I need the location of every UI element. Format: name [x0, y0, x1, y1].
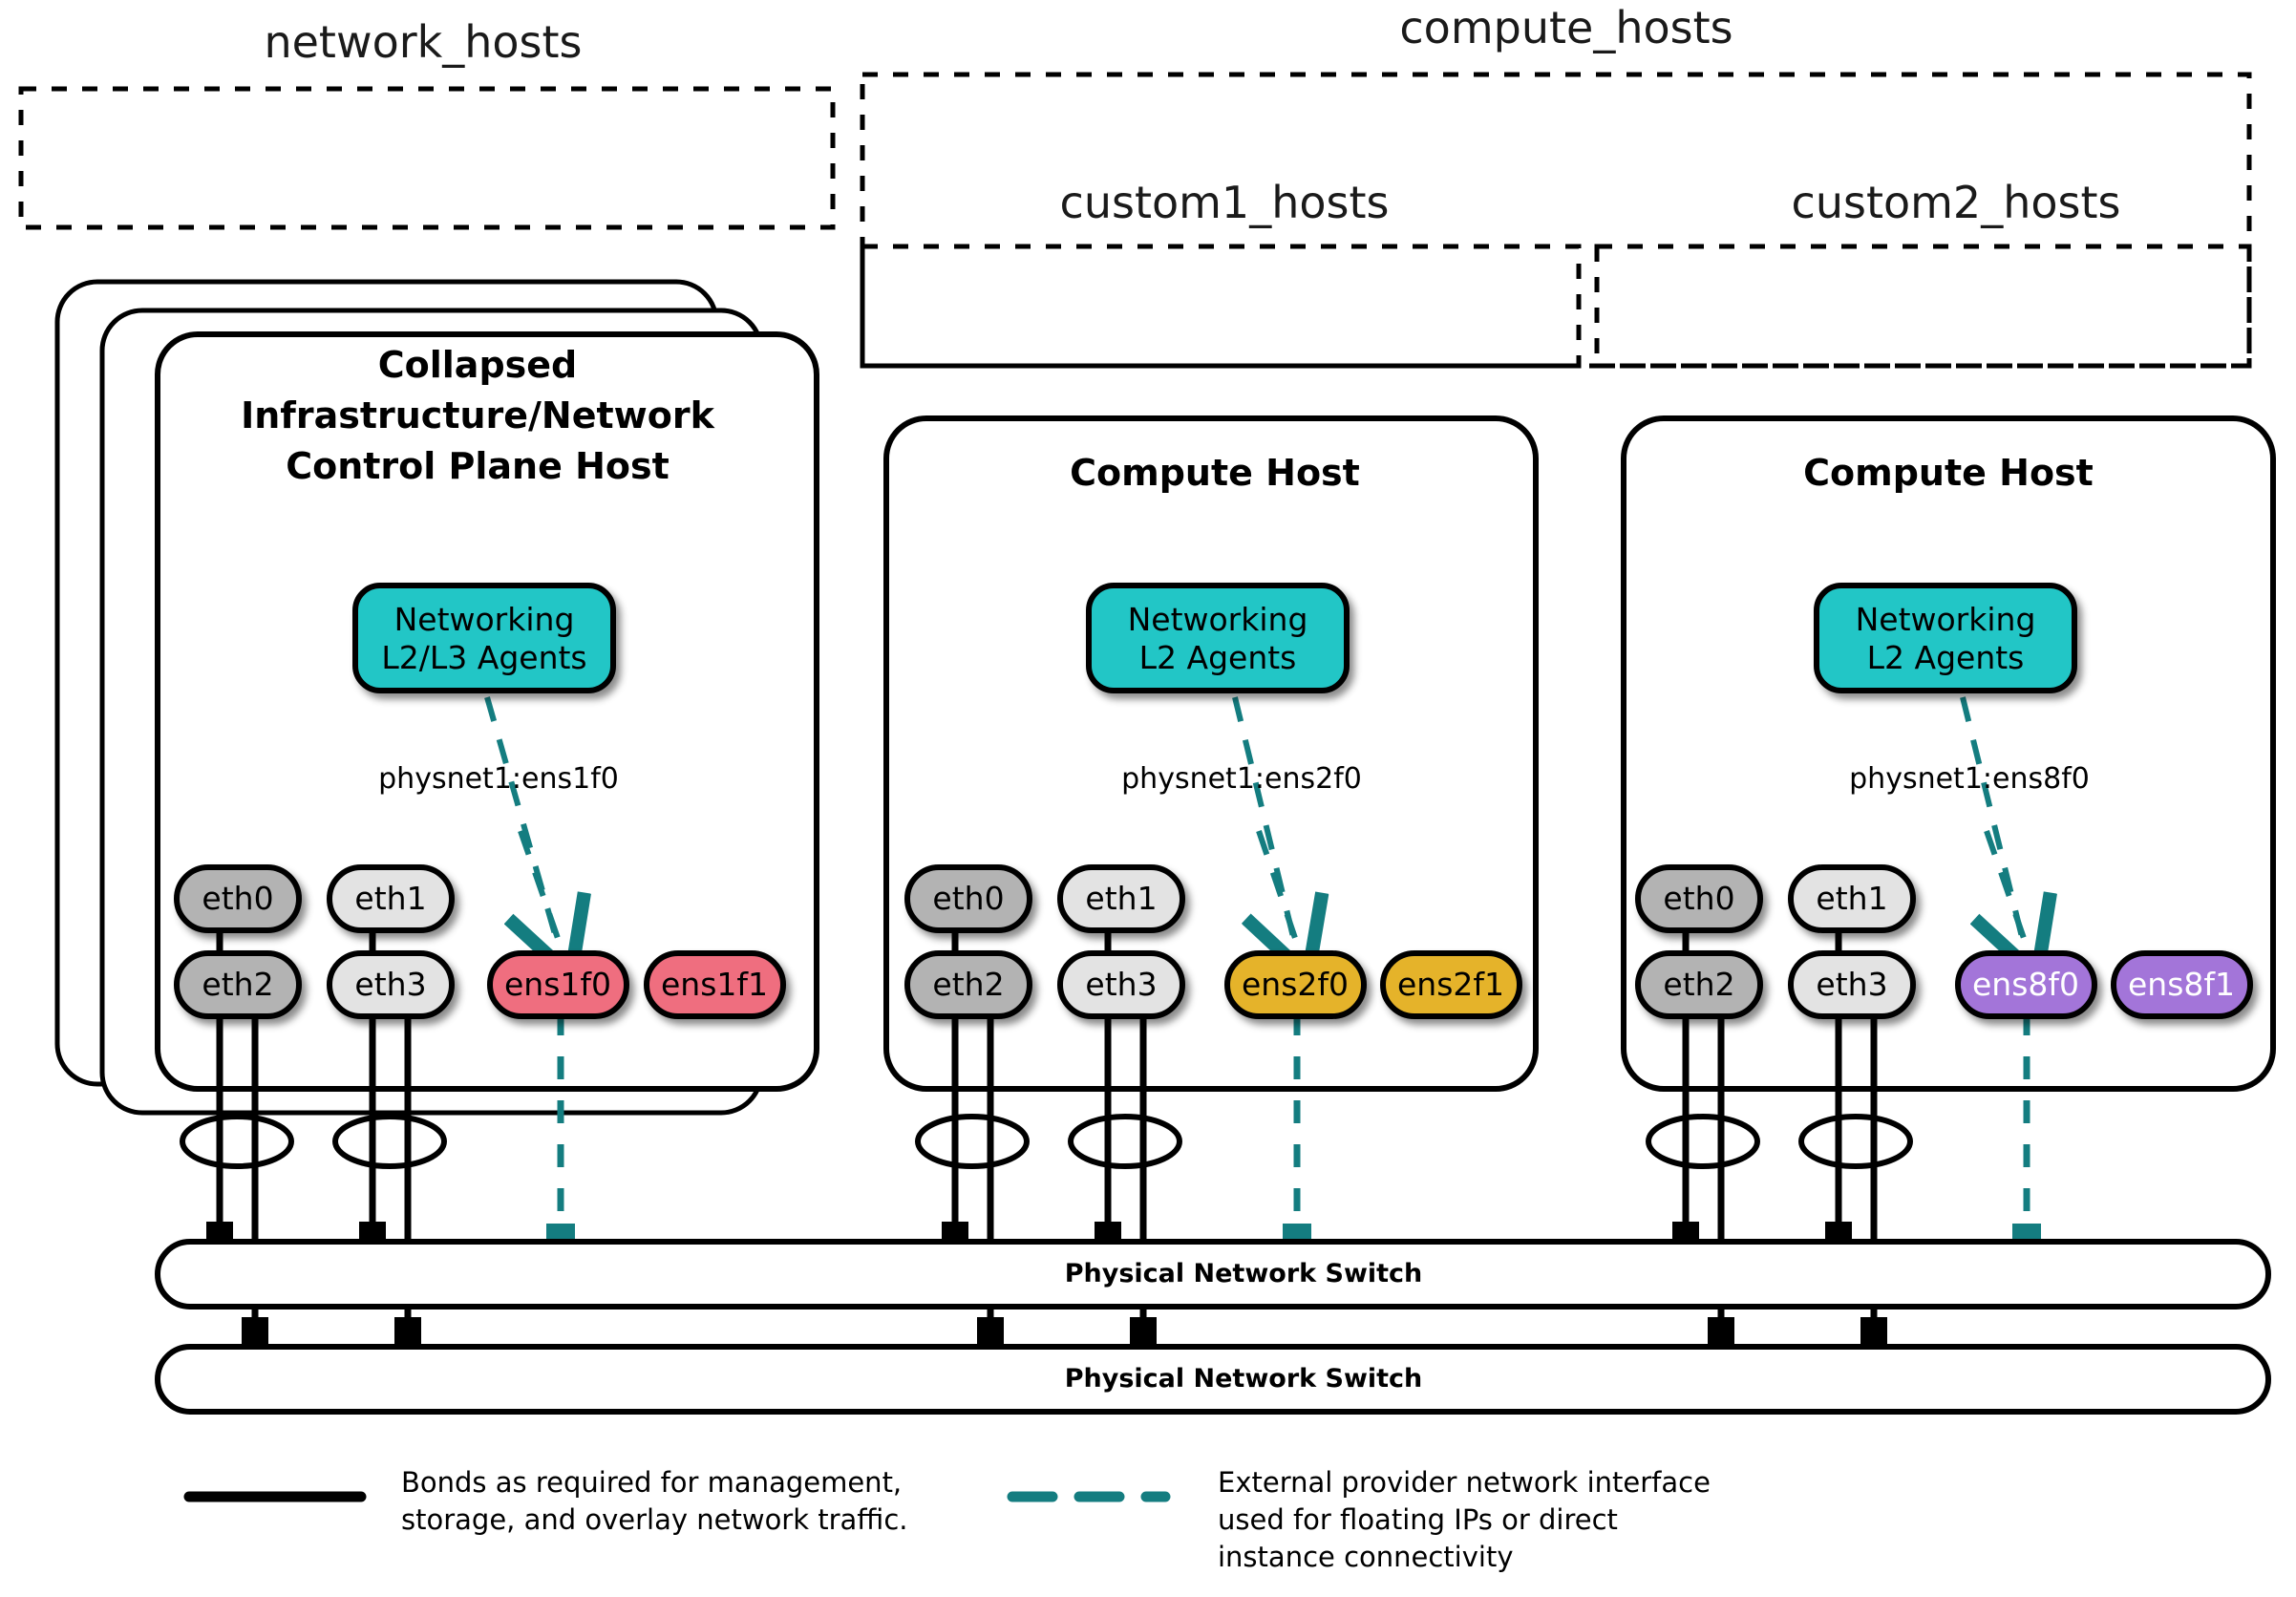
nic-row-bottom-compute-1: eth2 eth3 ens2f0 ens2f1: [904, 950, 1522, 1019]
nic-label: eth2: [202, 966, 273, 1003]
legend-provider-line-3: instance connectivity: [1218, 1541, 1513, 1573]
group-compute-hosts: compute_hosts: [860, 2, 2252, 369]
host-title-line-3: Control Plane Host: [286, 445, 670, 487]
bond-ellipse: [180, 1114, 294, 1169]
nic-label: eth1: [1085, 880, 1157, 917]
physnet-label-compute-1: physnet1:ens2f0: [1121, 762, 1362, 796]
agent-label-line-2: L2 Agents: [1139, 639, 1297, 676]
nic-ens2f1[interactable]: ens2f1: [1380, 950, 1522, 1019]
nic-label: ens2f0: [1242, 966, 1349, 1003]
host-card-compute-2[interactable]: Compute Host Networking L2 Agents physne…: [1621, 415, 2276, 1254]
nic-eth1[interactable]: eth1: [1057, 864, 1185, 933]
legend-provider: External provider network interface used…: [1007, 1466, 1711, 1573]
nic-label: ens8f1: [2128, 966, 2235, 1003]
agent-box-compute-2[interactable]: Networking L2 Agents: [1814, 583, 2077, 693]
agent-box-compute-1[interactable]: Networking L2 Agents: [1086, 583, 1350, 693]
nic-eth1[interactable]: eth1: [327, 864, 455, 933]
nic-eth0[interactable]: eth0: [174, 864, 302, 933]
nic-eth0[interactable]: eth0: [904, 864, 1032, 933]
nic-ens8f1[interactable]: ens8f1: [2111, 950, 2253, 1019]
legend-bonds: Bonds as required for management, storag…: [183, 1466, 908, 1536]
nic-row-top-network: eth0 eth1: [174, 864, 455, 933]
nic-label: eth1: [1816, 880, 1887, 917]
switch-bottom-label: Physical Network Switch: [1065, 1364, 1423, 1394]
host-card-compute-1[interactable]: Compute Host Networking L2 Agents physne…: [883, 415, 1539, 1254]
nic-eth1[interactable]: eth1: [1788, 864, 1916, 933]
legend-provider-line-1: External provider network interface: [1218, 1466, 1711, 1499]
group-custom2-hosts: custom2_hosts: [1594, 177, 2252, 369]
legend-bonds-line-1: Bonds as required for management,: [401, 1466, 902, 1499]
nic-row-top-compute-2: eth0 eth1: [1635, 864, 1916, 933]
group-label-network-hosts: network_hosts: [264, 16, 582, 68]
nic-row-bottom-compute-2: eth2 eth3 ens8f0 ens8f1: [1635, 950, 2253, 1019]
host-card-network[interactable]: Collapsed Infrastructure/Network Control…: [155, 331, 819, 1254]
bond-ellipse: [1646, 1114, 1760, 1169]
group-label-compute-hosts: compute_hosts: [1399, 2, 1733, 53]
switch-bottom[interactable]: Physical Network Switch: [155, 1344, 2271, 1415]
physnet-label-compute-2: physnet1:ens8f0: [1849, 762, 2090, 796]
group-network-hosts: network_hosts: [18, 16, 836, 230]
nic-label: eth3: [1085, 966, 1157, 1003]
group-custom1-hosts: custom1_hosts: [860, 177, 1582, 369]
nic-label: eth3: [354, 966, 426, 1003]
nic-ens1f0[interactable]: ens1f0: [487, 950, 629, 1019]
nic-eth2[interactable]: eth2: [1635, 950, 1763, 1019]
nic-label: eth0: [932, 880, 1004, 917]
switch-top-label: Physical Network Switch: [1065, 1259, 1423, 1288]
agent-label-line-2: L2/L3 Agents: [381, 639, 586, 676]
nic-eth0[interactable]: eth0: [1635, 864, 1763, 933]
nic-label: eth0: [202, 880, 273, 917]
agent-label-line-1: Networking: [1856, 601, 2036, 638]
host-title-compute-1: Compute Host: [1070, 452, 1360, 494]
physnet-label-network: physnet1:ens1f0: [378, 762, 619, 796]
nic-label: ens8f0: [1972, 966, 2079, 1003]
nic-label: eth2: [932, 966, 1004, 1003]
nic-ens1f1[interactable]: ens1f1: [644, 950, 786, 1019]
nic-ens8f0[interactable]: ens8f0: [1955, 950, 2097, 1019]
nic-eth2[interactable]: eth2: [904, 950, 1032, 1019]
nic-ens2f0[interactable]: ens2f0: [1224, 950, 1367, 1019]
nic-eth3[interactable]: eth3: [327, 950, 455, 1019]
nic-label: eth1: [354, 880, 426, 917]
host-title-compute-2: Compute Host: [1803, 452, 2094, 494]
nic-label: eth0: [1663, 880, 1734, 917]
host-title-line-1: Collapsed: [378, 344, 577, 386]
nic-eth3[interactable]: eth3: [1788, 950, 1916, 1019]
group-label-custom2-hosts: custom2_hosts: [1792, 177, 2121, 228]
nic-label: eth2: [1663, 966, 1734, 1003]
bond-ellipse: [1068, 1114, 1182, 1169]
group-label-custom1-hosts: custom1_hosts: [1060, 177, 1390, 228]
bond-ellipse: [915, 1114, 1030, 1169]
agent-label-line-1: Networking: [394, 601, 575, 638]
switch-top[interactable]: Physical Network Switch: [155, 1239, 2271, 1310]
agent-label-line-1: Networking: [1128, 601, 1308, 638]
host-title-line-2: Infrastructure/Network: [241, 394, 715, 437]
bond-ellipse: [332, 1114, 447, 1169]
legend-bonds-line-2: storage, and overlay network traffic.: [401, 1503, 908, 1536]
nic-label: ens2f1: [1397, 966, 1504, 1003]
agent-label-line-2: L2 Agents: [1867, 639, 2025, 676]
agent-box-network[interactable]: Networking L2/L3 Agents: [352, 583, 616, 693]
nic-label: ens1f1: [661, 966, 768, 1003]
nic-label: eth3: [1816, 966, 1887, 1003]
nic-eth2[interactable]: eth2: [174, 950, 302, 1019]
nic-row-bottom-network: eth2 eth3 ens1f0 ens1f1: [174, 950, 786, 1019]
bond-ellipse: [1798, 1114, 1913, 1169]
nic-eth3[interactable]: eth3: [1057, 950, 1185, 1019]
nic-row-top-compute-1: eth0 eth1: [904, 864, 1185, 933]
legend-provider-line-2: used for floating IPs or direct: [1218, 1503, 1618, 1536]
nic-label: ens1f0: [504, 966, 611, 1003]
